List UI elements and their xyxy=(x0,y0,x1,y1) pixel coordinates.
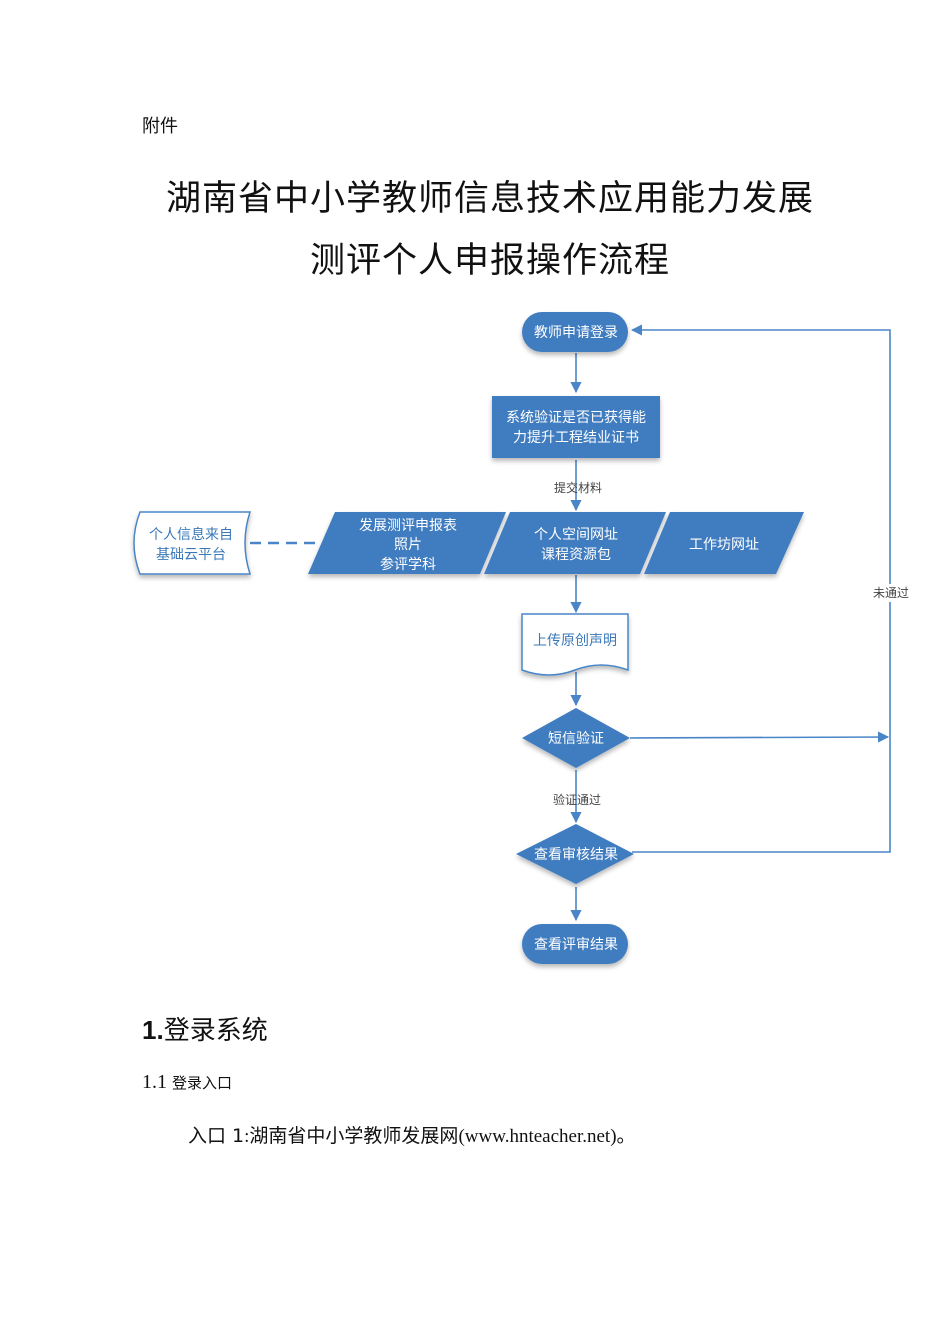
node-start: 教师申请登录 xyxy=(522,312,628,352)
section-title: 登录系统 xyxy=(163,1016,268,1046)
svg-text:查看评审结果: 查看评审结果 xyxy=(534,937,618,953)
node-material-workshop: 工作坊网址 xyxy=(644,512,804,574)
flowchart: 教师申请登录 系统验证是否已获得能 力提升工程结业证书 提交材料 个人信息来自 … xyxy=(133,312,912,964)
svg-text:教师申请登录: 教师申请登录 xyxy=(534,325,618,341)
edge-label-fail: 未通过 xyxy=(873,586,909,600)
section-heading: 1.登录系统 xyxy=(142,1010,268,1047)
svg-text:短信验证: 短信验证 xyxy=(548,731,604,747)
svg-text:个人空间网址: 个人空间网址 xyxy=(534,527,618,543)
svg-text:力提升工程结业证书: 力提升工程结业证书 xyxy=(513,430,639,446)
svg-text:照片: 照片 xyxy=(394,537,422,553)
svg-text:工作坊网址: 工作坊网址 xyxy=(689,537,759,553)
attachment-label: 附件 xyxy=(142,116,178,137)
node-review-result: 查看审核结果 xyxy=(516,824,634,884)
node-upload-statement: 上传原创声明 xyxy=(521,613,629,676)
entry-end: 。 xyxy=(616,1125,636,1147)
edge-sms-fail xyxy=(629,731,890,743)
svg-text:查看审核结果: 查看审核结果 xyxy=(534,847,618,863)
svg-text:系统验证是否已获得能: 系统验证是否已获得能 xyxy=(506,409,646,426)
svg-text:参评学科: 参评学科 xyxy=(380,556,436,573)
subsection-number: 1.1 xyxy=(142,1071,167,1093)
node-material-form: 发展测评申报表 照片 参评学科 xyxy=(308,512,506,574)
document-title-line2: 测评个人申报操作流程 xyxy=(309,241,670,281)
subsection-title: 登录入口 xyxy=(172,1074,233,1092)
svg-text:课程资源包: 课程资源包 xyxy=(541,547,611,563)
node-sms-verify: 短信验证 xyxy=(522,708,630,768)
node-final-result: 查看评审结果 xyxy=(522,924,628,964)
node-info-source: 个人信息来自 基础云平台 xyxy=(133,511,252,575)
entry-paragraph: 入口 1:湖南省中小学教师发展网(www.hnteacher.net)。 xyxy=(188,1121,636,1148)
svg-text:发展测评申报表: 发展测评申报表 xyxy=(359,518,457,534)
edge-label-pass: 验证通过 xyxy=(553,792,601,807)
entry-colon: : xyxy=(244,1126,250,1147)
edge-review-fail-loop xyxy=(630,324,891,853)
section-number: 1. xyxy=(142,1015,164,1045)
entry-label: 入口 1 xyxy=(188,1125,245,1147)
edge-label-submit: 提交材料 xyxy=(554,480,602,495)
entry-url[interactable]: (www.hnteacher.net) xyxy=(458,1126,617,1147)
svg-text:基础云平台: 基础云平台 xyxy=(156,546,226,563)
svg-text:上传原创声明: 上传原创声明 xyxy=(533,633,617,649)
node-material-space: 个人空间网址 课程资源包 xyxy=(484,512,666,574)
svg-text:个人信息来自: 个人信息来自 xyxy=(149,526,233,543)
node-verify: 系统验证是否已获得能 力提升工程结业证书 xyxy=(492,396,660,458)
document-title-line1: 湖南省中小学教师信息技术应用能力发展 xyxy=(165,179,814,219)
entry-site-name: 湖南省中小学教师发展网 xyxy=(249,1125,459,1147)
subsection-heading: 1.1 登录入口 xyxy=(142,1071,232,1094)
